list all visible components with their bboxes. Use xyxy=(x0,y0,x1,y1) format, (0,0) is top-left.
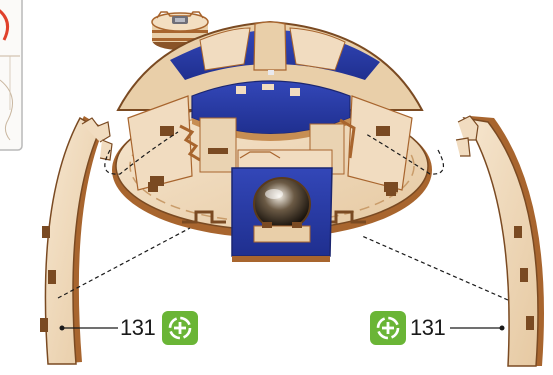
left-curved-part-131 xyxy=(40,116,112,364)
dome-body xyxy=(112,22,432,262)
part-number-label-left: 131 xyxy=(120,317,155,339)
add-plus-icon xyxy=(162,311,198,345)
inset-reference-frame xyxy=(0,0,22,150)
add-plus-icon xyxy=(370,311,406,345)
leader-dot-left xyxy=(60,326,65,331)
part-number-label-right: 131 xyxy=(410,317,445,339)
leader-dot-right xyxy=(500,326,505,331)
